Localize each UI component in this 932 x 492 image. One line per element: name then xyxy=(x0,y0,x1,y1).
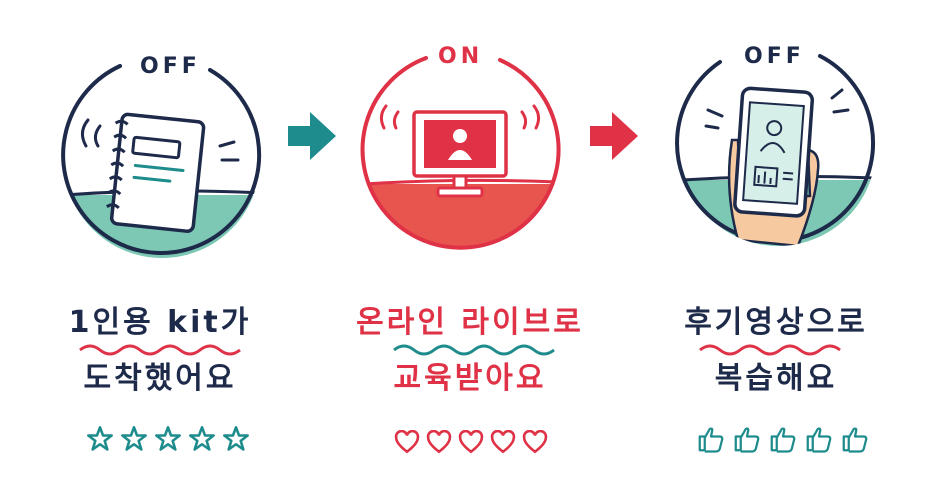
kit-illustration xyxy=(61,64,262,258)
star-icon xyxy=(223,426,249,451)
step-title-line1: 1인용 kit가 xyxy=(68,305,252,340)
step-title-line2: 복습해요 xyxy=(714,361,838,396)
review-illustration xyxy=(675,54,876,246)
star-icon xyxy=(121,426,147,451)
step-title-line1: 후기영상으로 xyxy=(684,305,868,340)
thumbs-up-icon xyxy=(698,427,724,453)
monitor-icon xyxy=(412,110,508,198)
heart-icon xyxy=(426,430,452,454)
star-icon xyxy=(155,426,181,451)
heart-icon xyxy=(458,430,484,454)
step-panel-kit: OFF 1인용 kit가 도착했어요 xyxy=(0,0,336,492)
arrow-right-icon xyxy=(288,112,336,160)
star-icon xyxy=(189,426,215,451)
notebook-icon xyxy=(105,112,206,233)
step-title-line2: 도착했어요 xyxy=(83,361,237,396)
heart-icon xyxy=(522,430,548,454)
step-title-line1: 온라인 라이브로 xyxy=(356,305,584,340)
thumbs-up-icon xyxy=(806,427,832,453)
step-panel-live: ON 온라인 라이브로 교육받아요 xyxy=(320,0,638,492)
status-label: ON xyxy=(438,44,484,69)
motion-lines-icon xyxy=(704,88,850,130)
motion-lines-icon xyxy=(81,118,240,162)
arrow-right-icon xyxy=(590,112,638,160)
hand-icon xyxy=(727,138,820,246)
star-icon xyxy=(87,426,113,451)
motion-lines-icon xyxy=(379,104,541,130)
star-rating xyxy=(86,425,250,453)
thumbs-up-rating xyxy=(696,424,870,454)
underline-wave xyxy=(699,344,841,356)
thumbs-up-icon xyxy=(770,427,796,453)
underline-wave xyxy=(79,344,241,356)
status-label: OFF xyxy=(744,44,805,69)
thumbs-up-icon xyxy=(734,427,760,453)
live-illustration xyxy=(360,56,561,250)
step-title-line2: 교육받아요 xyxy=(393,361,547,396)
smartphone-icon xyxy=(733,86,815,218)
heart-icon xyxy=(394,430,420,454)
thumbs-up-icon xyxy=(842,427,868,453)
heart-icon xyxy=(490,430,516,454)
status-label: OFF xyxy=(140,54,201,79)
step-panel-review: OFF 후기영상으로 복습해요 xyxy=(620,0,932,492)
heart-rating xyxy=(394,430,548,454)
underline-wave xyxy=(393,344,555,356)
